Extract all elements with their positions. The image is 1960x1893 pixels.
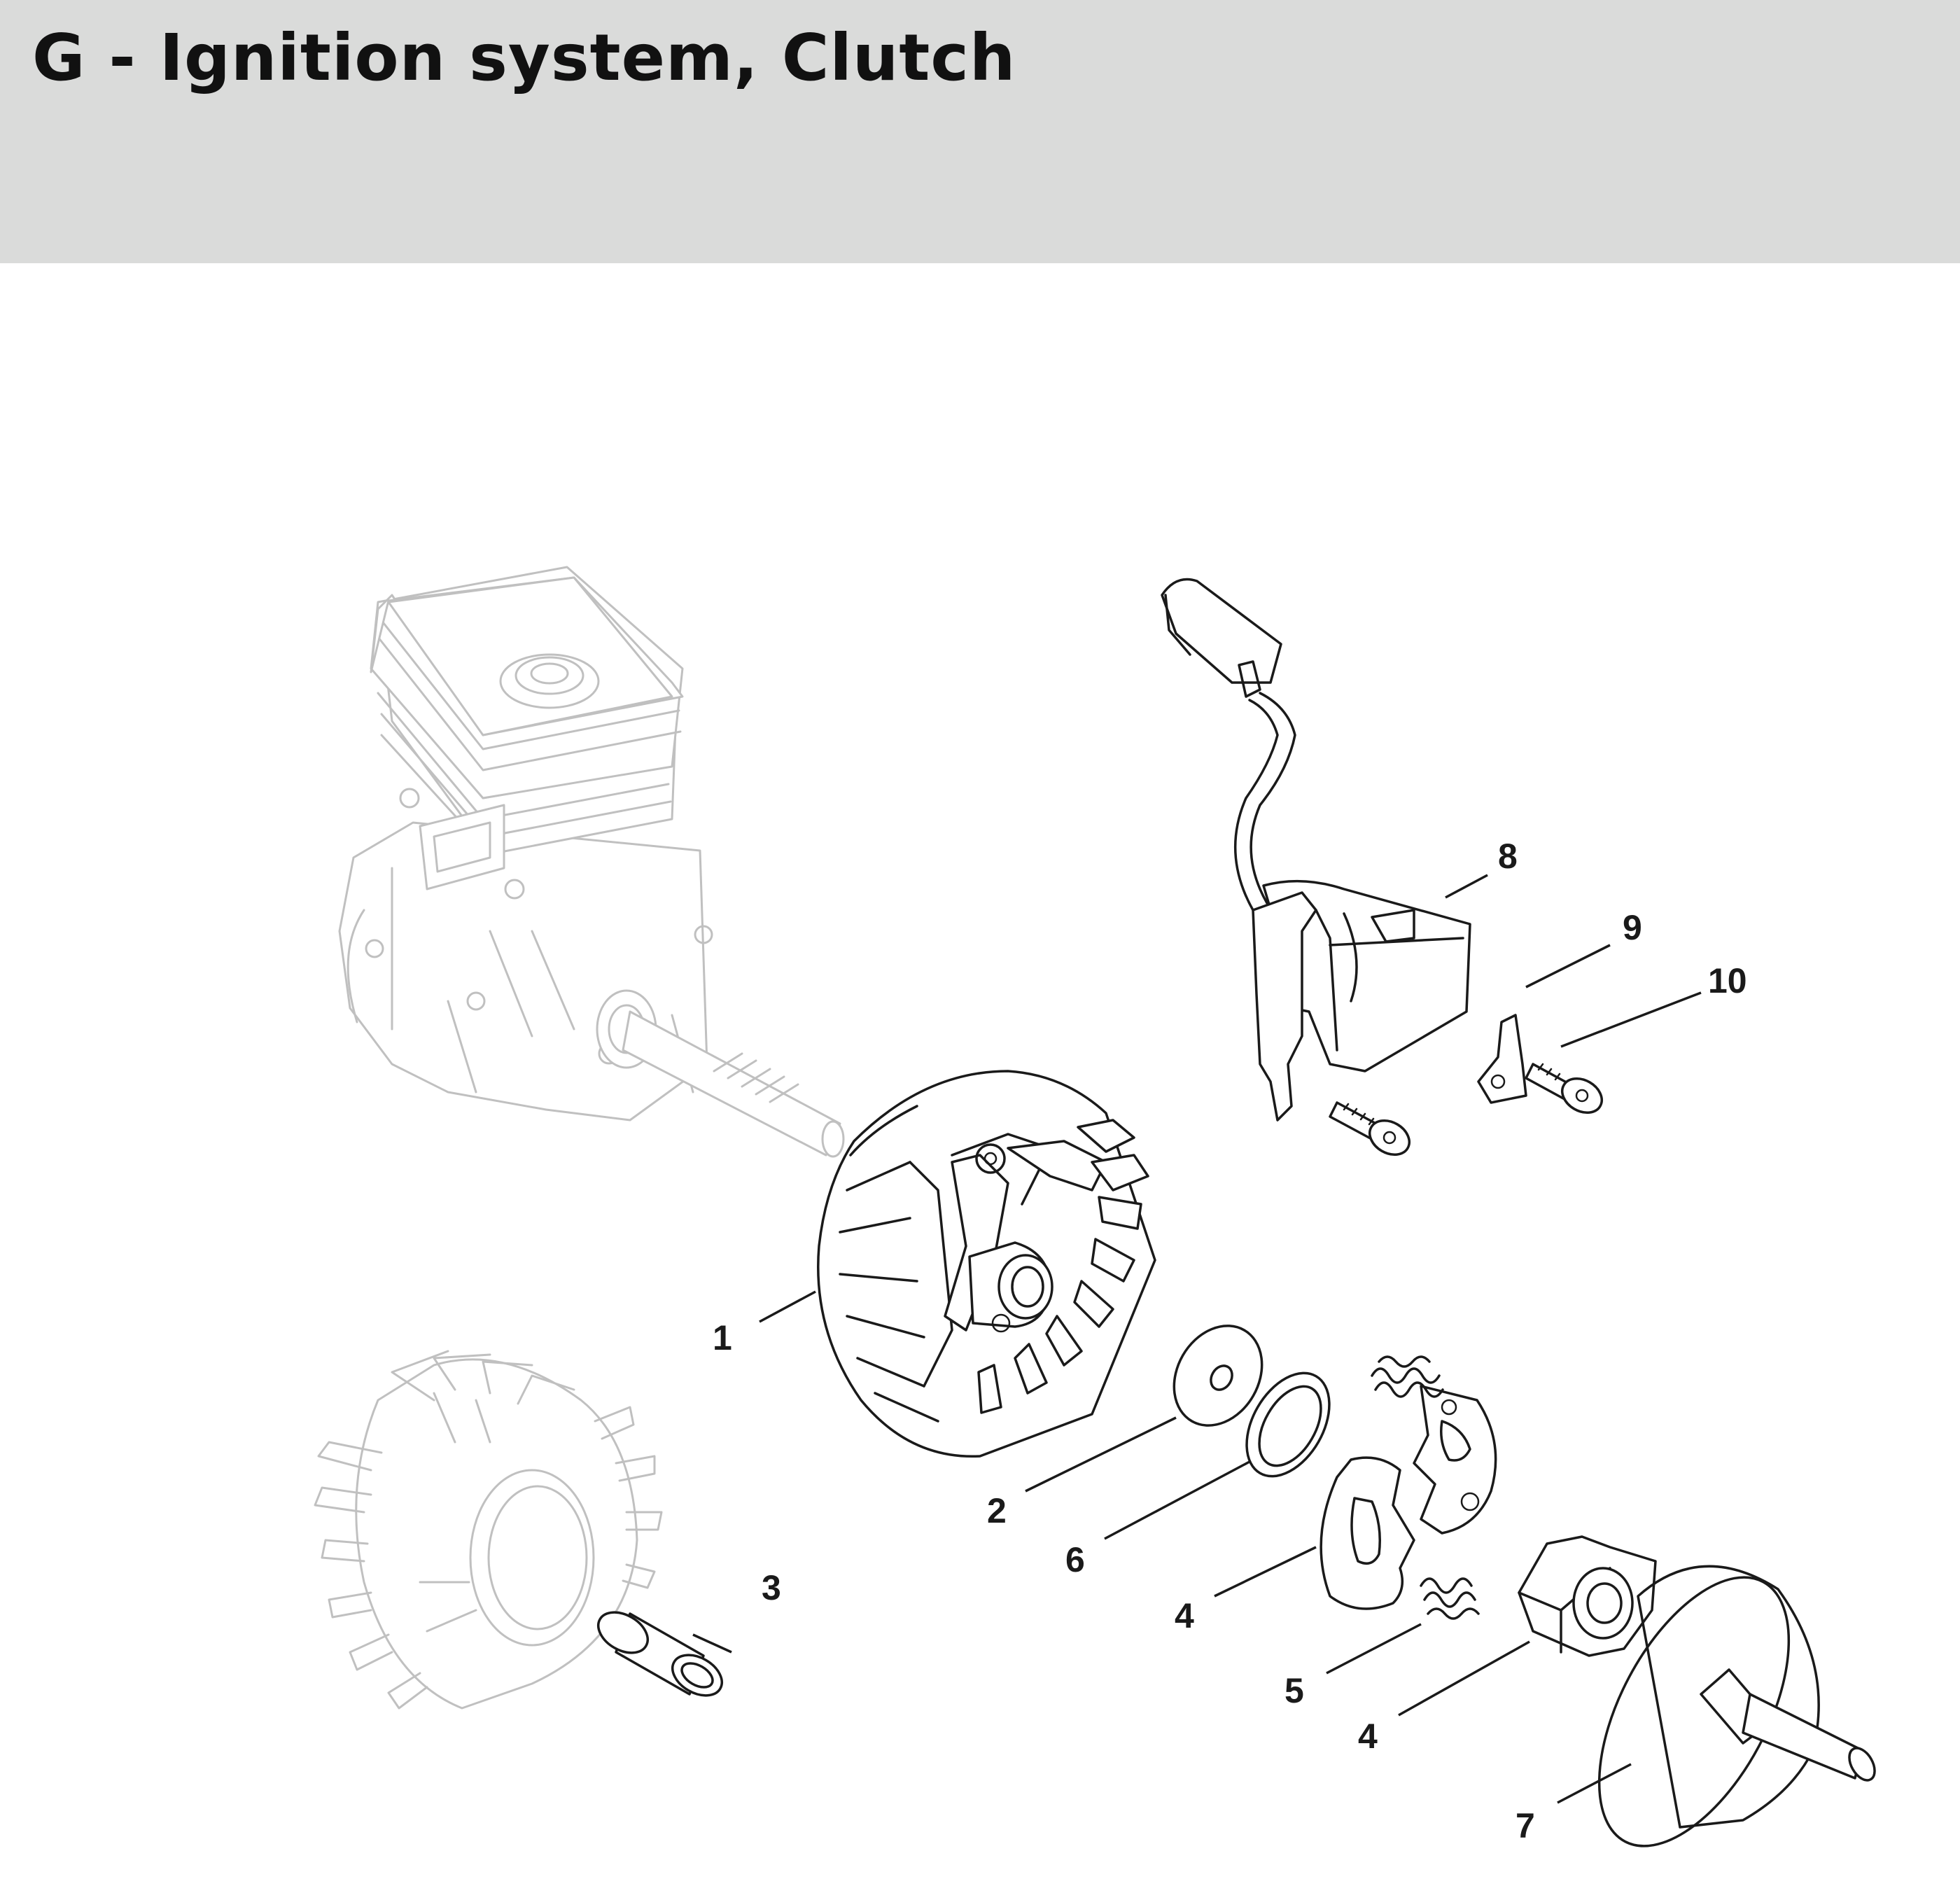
- part-8-ignition-module: [1161, 578, 1471, 1122]
- callout-6: 6: [1065, 1540, 1085, 1579]
- leader-lines: [692, 874, 1702, 1804]
- part-6-ring: [1245, 1371, 1331, 1478]
- callout-2: 2: [987, 1491, 1007, 1530]
- engine-context-drawing: [338, 566, 845, 1158]
- callout-5: 5: [1284, 1671, 1304, 1710]
- page-header: G - Ignition system, Clutch: [0, 0, 1960, 263]
- callout-4-lower: 4: [1358, 1717, 1378, 1756]
- callout-10: 10: [1708, 961, 1747, 1000]
- part-5-springs: [1371, 1355, 1480, 1620]
- part-4-clutch-shoes: [1320, 1385, 1497, 1610]
- part-2-washer: [1172, 1325, 1264, 1427]
- spring-upper: [1371, 1355, 1444, 1398]
- fan-housing-context-drawing: [314, 1350, 663, 1710]
- spring-lower: [1420, 1577, 1480, 1620]
- part-1-flywheel: [817, 1070, 1156, 1458]
- callout-3: 3: [762, 1568, 781, 1607]
- callout-labels: 1 2 3 4 4 5 6 7 8 9 10: [713, 837, 1747, 1845]
- ignition-screw: [1329, 1101, 1410, 1156]
- callout-7: 7: [1516, 1806, 1535, 1845]
- part-9-bracket: [1477, 1014, 1527, 1104]
- part-10-screw: [1525, 1063, 1603, 1114]
- part-7-clutch-drum: [1597, 1565, 1876, 1847]
- callout-8: 8: [1498, 837, 1518, 876]
- part-3-sleeve: [597, 1611, 723, 1697]
- callout-1: 1: [713, 1318, 732, 1357]
- callout-4-upper: 4: [1175, 1596, 1194, 1635]
- callout-9: 9: [1623, 908, 1642, 947]
- part-4-clutch-carrier: [1518, 1535, 1657, 1657]
- page-title: G - Ignition system, Clutch: [32, 20, 1016, 95]
- exploded-parts-diagram: 1 2 3 4 4 5 6 7 8 9 10: [314, 566, 1876, 1847]
